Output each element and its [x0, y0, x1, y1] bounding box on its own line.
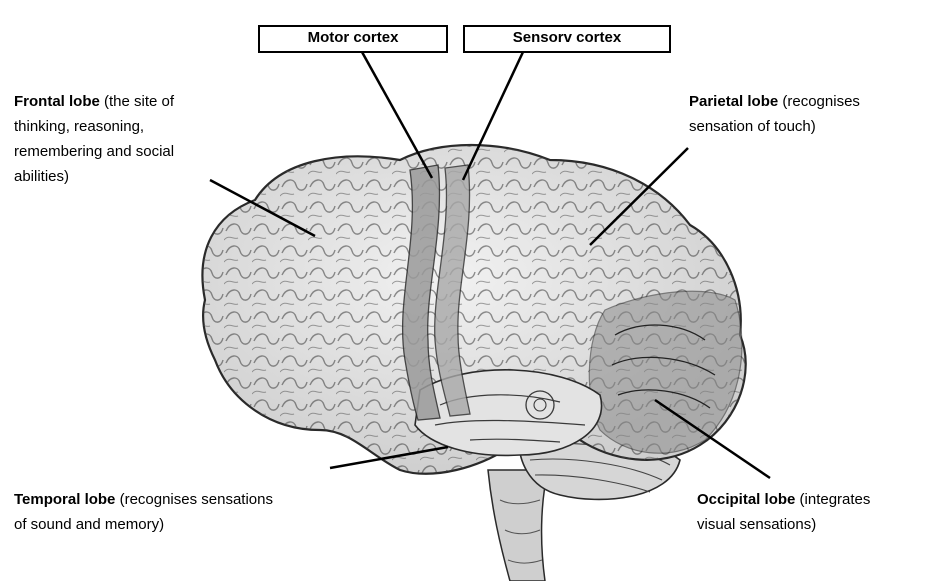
occipital-lobe-desc-2: visual sensations): [697, 515, 816, 535]
frontal-lobe-desc-4: abilities): [14, 167, 69, 187]
frontal-lobe-label: Frontal lobe (the site of: [14, 92, 174, 112]
occipital-lobe-name: Occipital lobe: [697, 491, 795, 508]
temporal-lobe-label: Temporal lobe (recognises sensations: [14, 490, 273, 510]
temporal-lobe-desc-1: (recognises sensations: [115, 491, 273, 508]
parietal-lobe-desc-1: (recognises: [778, 93, 860, 110]
frontal-lobe-name: Frontal lobe: [14, 93, 100, 110]
frontal-lobe-desc-2: thinking, reasoning,: [14, 117, 144, 137]
temporal-lobe-desc-2: of sound and memory): [14, 515, 164, 535]
sensory-cortex-label: Sensorv cortex: [463, 25, 671, 53]
occipital-lobe-label: Occipital lobe (integrates: [697, 490, 870, 510]
parietal-lobe-desc-2: sensation of touch): [689, 117, 816, 137]
frontal-lobe-desc-3: remembering and social: [14, 142, 174, 162]
parietal-lobe-label: Parietal lobe (recognises: [689, 92, 860, 112]
occipital-lobe-desc-1: (integrates: [795, 491, 870, 508]
temporal-lobe-name: Temporal lobe: [14, 491, 115, 508]
parietal-lobe-name: Parietal lobe: [689, 93, 778, 110]
brain-stem: [488, 470, 548, 581]
motor-cortex-label: Motor cortex: [258, 25, 448, 53]
frontal-lobe-desc-1: (the site of: [100, 93, 174, 110]
